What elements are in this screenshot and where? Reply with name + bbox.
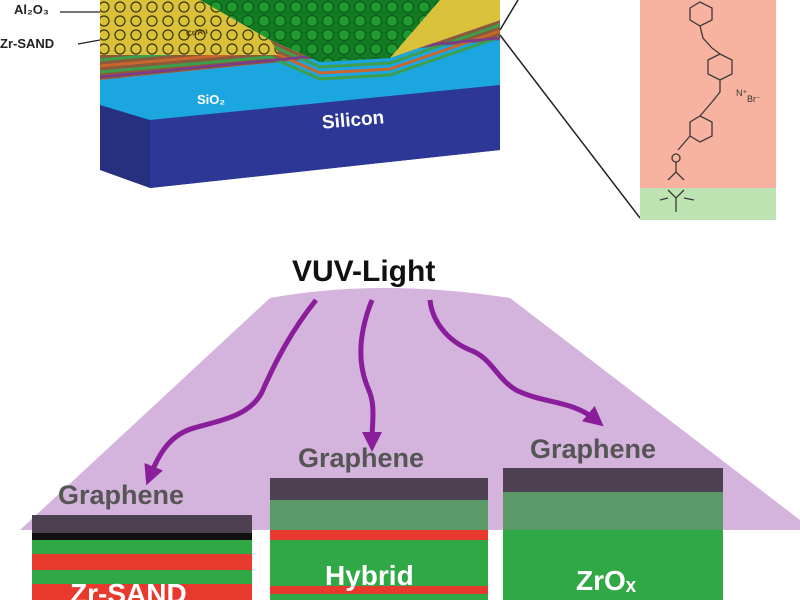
sio2-label: SiO₂ (197, 92, 226, 107)
stack-2-graphene-label: Graphene (298, 443, 425, 473)
molecule-inset: Br⁻ N⁺ (640, 0, 776, 220)
vuv-arrow-right (427, 299, 604, 427)
inset-pointer-bottom (499, 34, 641, 219)
stack-3-material-label: ZrOₓ (576, 565, 637, 596)
stack-zr-sand (32, 515, 252, 600)
stack-hybrid (270, 478, 488, 600)
stack-3-graphene-label: Graphene (530, 434, 657, 464)
zr-sand-leader (77, 39, 101, 45)
stack-1-graphene-label: Graphene (58, 480, 185, 510)
left-electrode (100, 0, 280, 55)
molecule-base (640, 188, 776, 220)
al2o3-label: Al₂O₃ (14, 2, 49, 17)
stack-1-material-label: Zr-SAND (70, 578, 187, 609)
right-electrode (390, 0, 500, 58)
vuv-light-title: VUV-Light (292, 255, 436, 288)
bromide-label: Br⁻ (747, 94, 761, 104)
molecule-structure (659, 1, 733, 212)
inset-pointer-top (499, 0, 519, 31)
vuv-arrow-middle (358, 299, 383, 452)
vuv-arrow-left (144, 298, 318, 486)
zr-sand-label: Zr-SAND (0, 36, 55, 51)
graphene-channel (200, 0, 440, 62)
vuv-diagram (20, 288, 800, 600)
stack-zrox (503, 468, 723, 600)
molecule-panel (640, 0, 776, 188)
device-schematic (60, 0, 641, 219)
silicon-front-face (150, 85, 500, 188)
stack-2-material-label: Hybrid (325, 560, 414, 591)
cation-label: N⁺ (736, 88, 747, 98)
